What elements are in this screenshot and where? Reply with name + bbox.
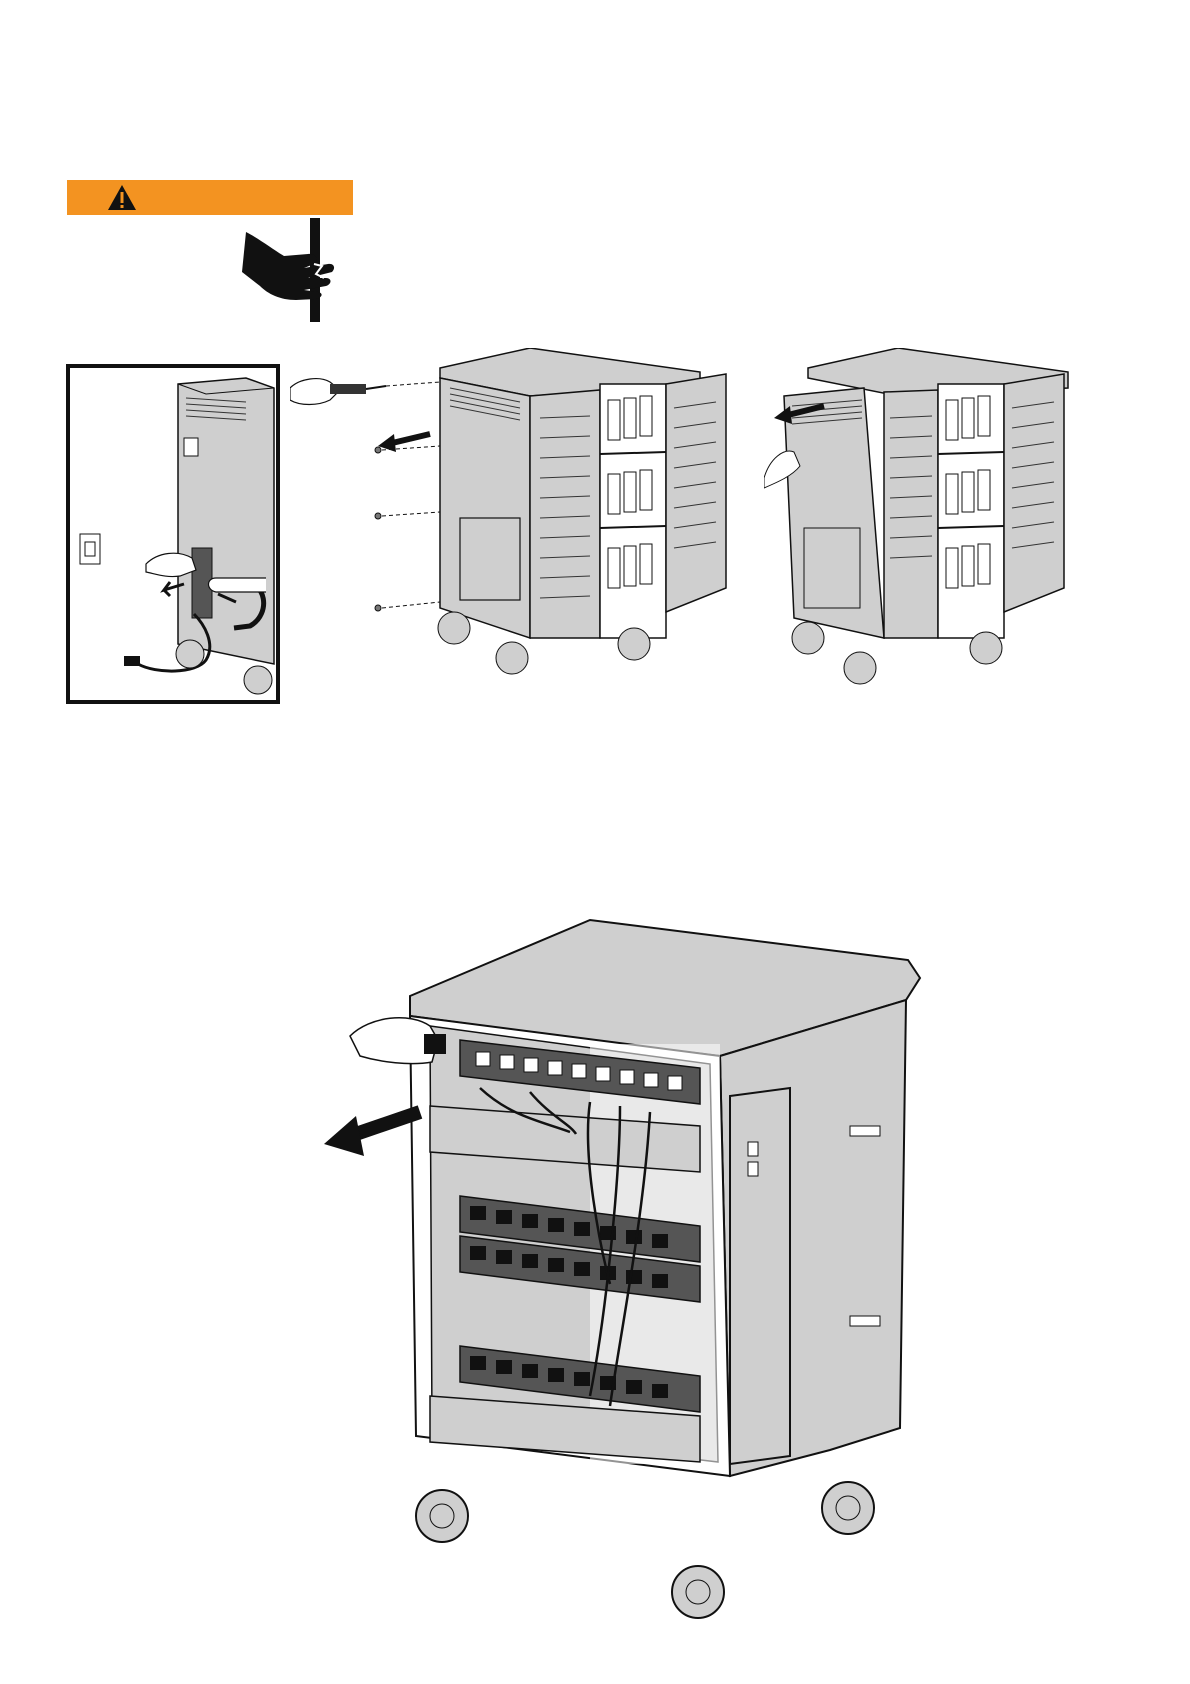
warning-bar <box>67 180 353 215</box>
figure-unplug-cord <box>66 364 280 704</box>
electric-shock-hand-icon <box>238 216 358 331</box>
figure-remove-screws <box>290 348 740 698</box>
figure-unplug-power-strip <box>320 916 940 1636</box>
warning-triangle-icon <box>107 184 137 211</box>
figure-remove-back-panel <box>764 348 1114 698</box>
